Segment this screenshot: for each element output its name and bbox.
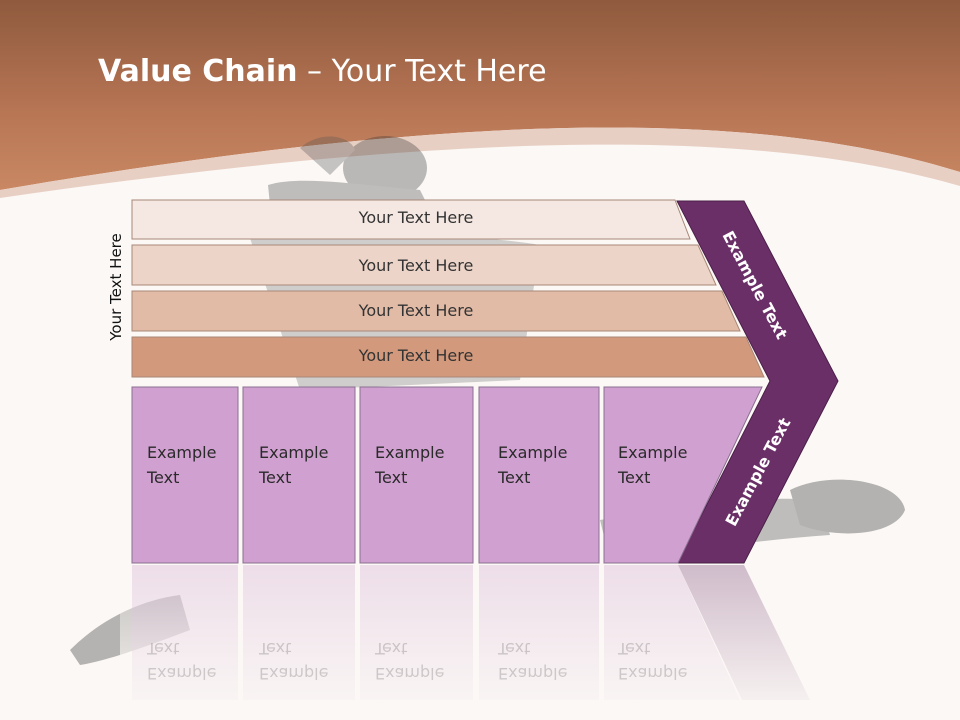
activity-label-4: Example Text: [498, 440, 567, 490]
activity-5-line2: Text: [618, 468, 651, 487]
activity-box-1: [131, 386, 239, 564]
activity-box-3: [359, 386, 474, 564]
reflection-label-4: Example Text: [498, 636, 567, 686]
reflection-2-line2: Text: [259, 639, 292, 658]
reflection: [120, 565, 840, 720]
activity-box-5: [603, 386, 763, 564]
margin-chevron: [676, 200, 839, 564]
header-band: [0, 0, 960, 190]
activity-box-2: [242, 386, 356, 564]
support-row-4-shape: [131, 336, 765, 378]
title-rest: – Your Text Here: [297, 54, 547, 89]
reflection-label-5: Example Text: [618, 636, 687, 686]
support-row-2-shape: [131, 244, 717, 286]
activity-box-4: [478, 386, 600, 564]
reflection-label-1: Example Text: [147, 636, 216, 686]
reflection-5-line1: Example: [618, 664, 688, 683]
support-row-4-label: Your Text Here: [358, 346, 474, 365]
activity-label-1: Example Text: [147, 440, 216, 490]
activity-4-line2: Text: [498, 468, 531, 487]
activity-label-5: Example Text: [618, 440, 687, 490]
support-row-2-label: Your Text Here: [358, 256, 474, 275]
support-row-1-shape: [131, 199, 691, 240]
activity-4-line1: Example: [498, 443, 568, 462]
reflection-1-line2: Text: [147, 639, 180, 658]
reflection-label-2: Example Text: [259, 636, 328, 686]
reflection-4-line2: Text: [498, 639, 531, 658]
reflection-3-line2: Text: [375, 639, 408, 658]
reflection-1-line1: Example: [147, 664, 217, 683]
activity-label-3: Example Text: [375, 440, 444, 490]
activity-5-line1: Example: [618, 443, 688, 462]
activity-label-2: Example Text: [259, 440, 328, 490]
activity-1-line1: Example: [147, 443, 217, 462]
reflection-4-line1: Example: [498, 664, 568, 683]
header-wave: [0, 127, 960, 198]
support-row-1-label: Your Text Here: [358, 208, 474, 227]
side-label: Your Text Here: [107, 233, 125, 341]
support-row-3-shape: [131, 290, 741, 332]
activity-3-line1: Example: [375, 443, 445, 462]
support-row-3-label: Your Text Here: [358, 301, 474, 320]
activity-2-line1: Example: [259, 443, 329, 462]
reflection-3-line1: Example: [375, 664, 445, 683]
activity-2-line2: Text: [259, 468, 292, 487]
title-bold: Value Chain: [98, 54, 298, 89]
activity-1-line2: Text: [147, 468, 180, 487]
slide-title: Value Chain – Your Text Here: [98, 54, 547, 89]
reflection-label-3: Example Text: [375, 636, 444, 686]
reflection-2-line1: Example: [259, 664, 329, 683]
activity-3-line2: Text: [375, 468, 408, 487]
reflection-5-line2: Text: [618, 639, 651, 658]
